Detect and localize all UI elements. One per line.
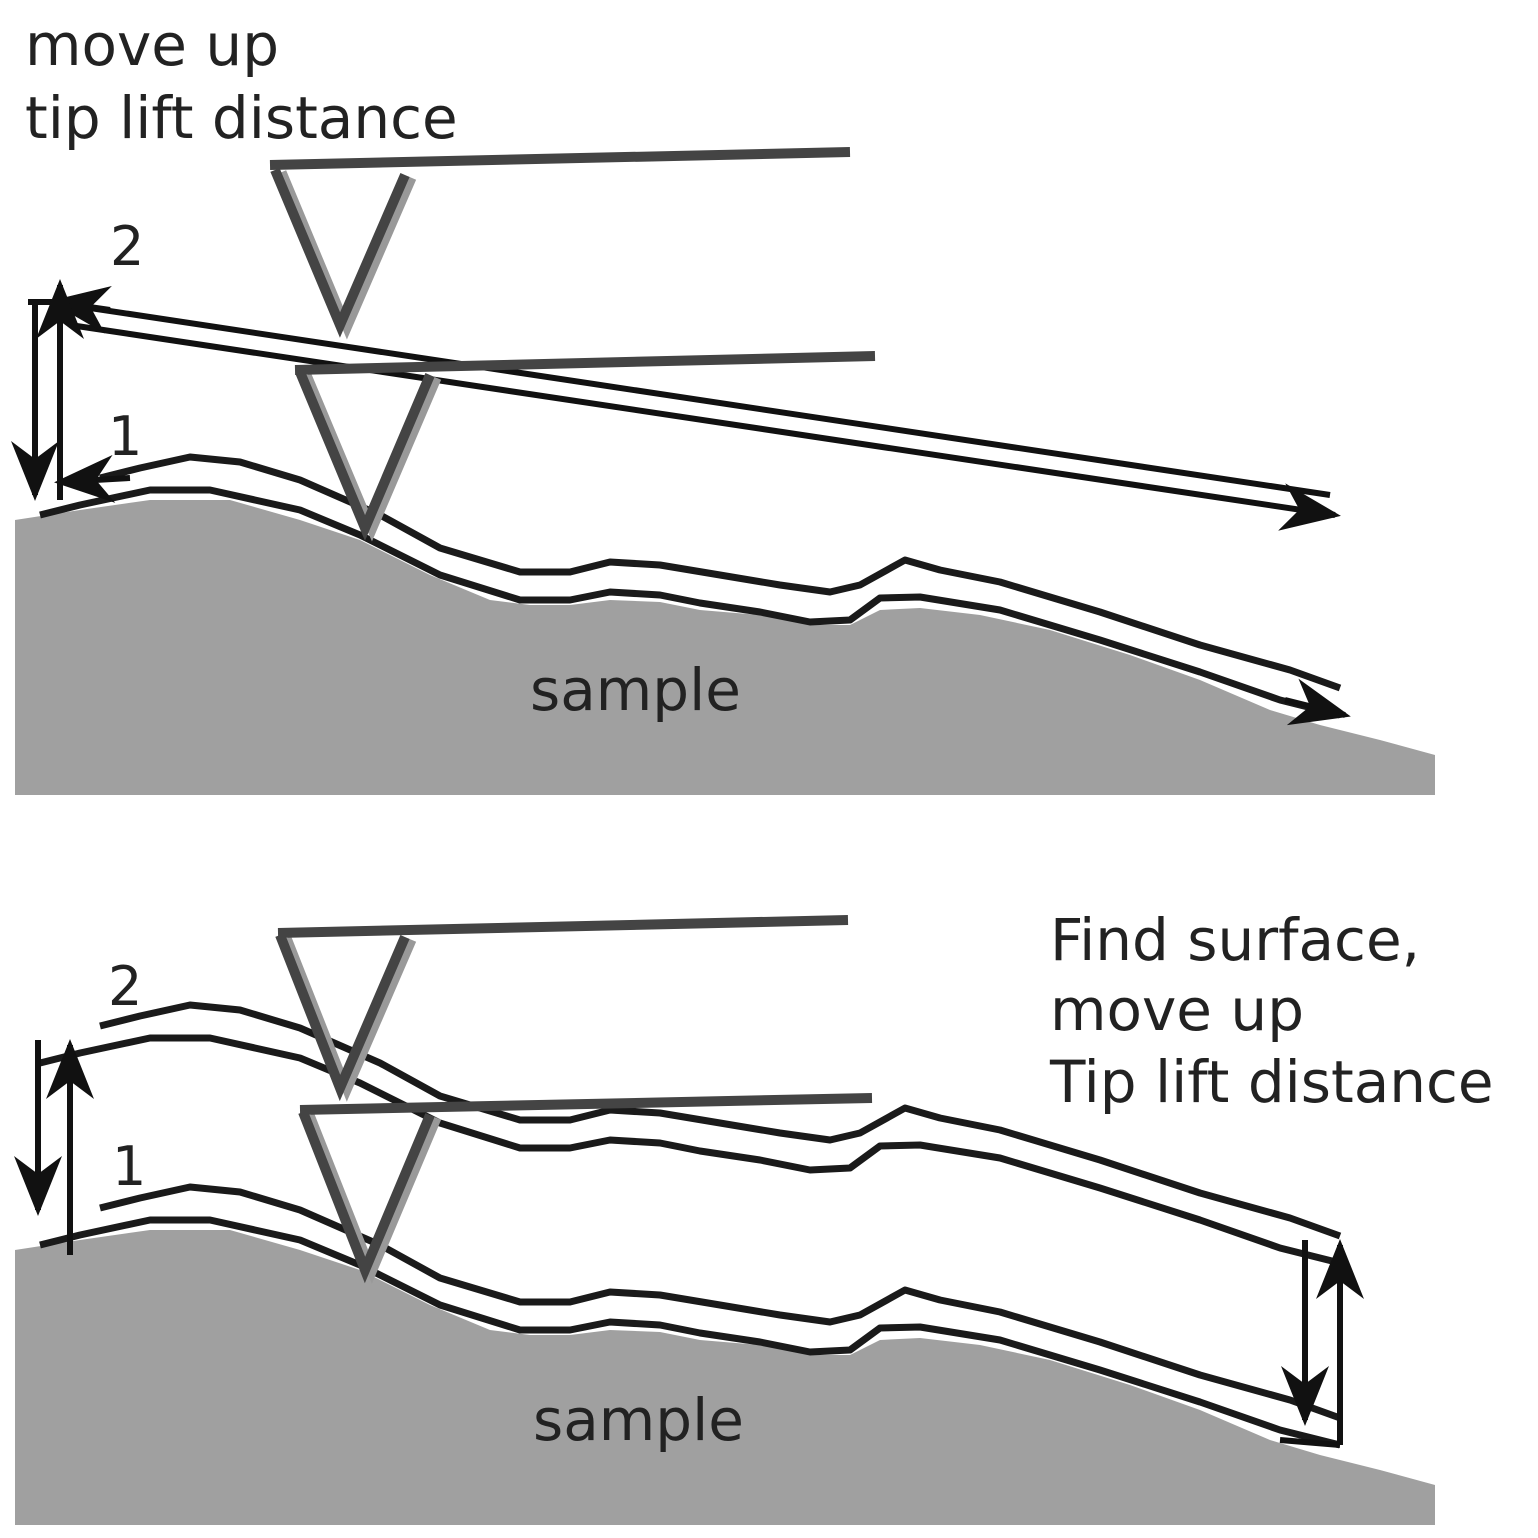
cantilever-lower <box>298 1093 873 1284</box>
pass1-label: 1 <box>112 1135 146 1198</box>
bottom-caption-line3: Tip lift distance <box>1049 1048 1494 1116</box>
sample-label: sample <box>533 1386 744 1454</box>
bottom-caption-line2: move up <box>1050 976 1304 1044</box>
sample-label: sample <box>530 656 741 724</box>
pass2-arrow <box>69 322 1341 531</box>
top-caption-line1: move up <box>25 11 279 79</box>
pass1-start-arrow <box>54 454 131 503</box>
top-caption-line2: tip lift distance <box>25 84 458 152</box>
pass2-label: 2 <box>110 215 144 278</box>
cantilever-upper <box>275 915 849 1102</box>
cantilever-lower <box>294 351 876 542</box>
bottom-caption-line1: Find surface, <box>1050 906 1420 974</box>
pass1-label: 1 <box>108 405 142 468</box>
pass1-arrow <box>1284 678 1351 726</box>
lift-tick <box>1279 1437 1341 1448</box>
pass2-start-arrow <box>49 286 112 334</box>
pass2-label: 2 <box>108 955 142 1018</box>
top-panel: move up tip lift distance 2 1 sample <box>11 11 1435 795</box>
cantilever-upper <box>269 147 851 340</box>
pass2-line-upper <box>69 302 1331 498</box>
bottom-panel: Find surface, move up Tip lift distance … <box>14 906 1494 1525</box>
